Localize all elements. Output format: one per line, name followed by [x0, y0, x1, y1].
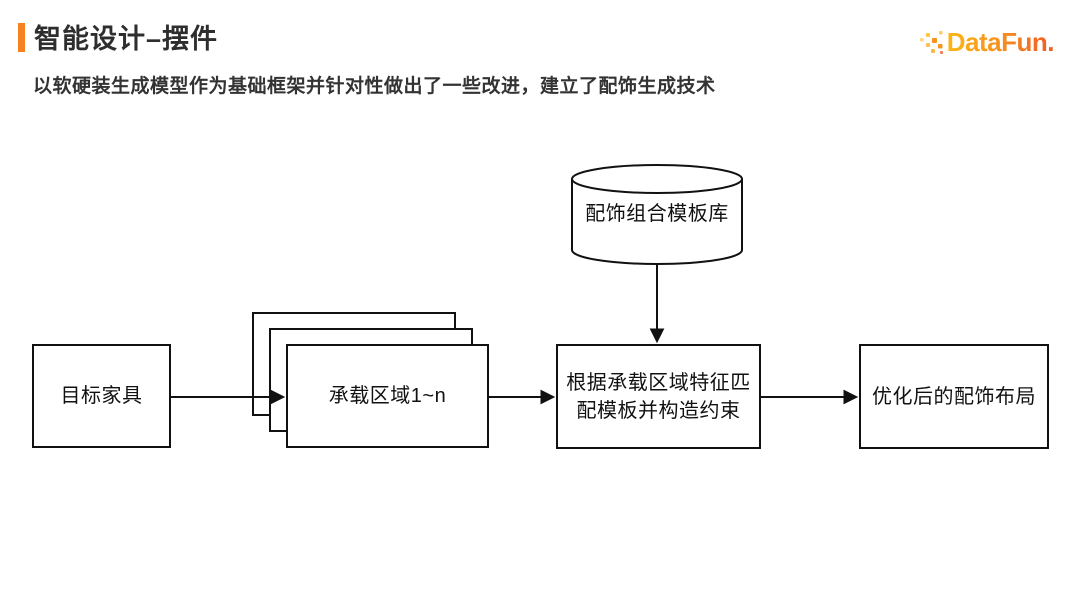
node-template-db-top: [571, 164, 743, 194]
node-optimized-layout: [859, 344, 1049, 449]
node-bearing-areas-front: [286, 344, 489, 448]
node-template-db-body: [571, 179, 743, 265]
logo-text: DataFun.: [946, 26, 1055, 57]
node-match-constraints: [556, 344, 761, 449]
datafun-logo: DataFun.: [919, 26, 1055, 58]
node-target-furniture: [32, 344, 171, 448]
title-accent-bar: [18, 23, 25, 52]
subtitle: 以软硬装生成模型作为基础框架并针对性做出了一些改进，建立了配饰生成技术: [33, 76, 716, 97]
page-title: 智能设计–摆件: [34, 24, 219, 54]
logo-dots-icon: [919, 31, 943, 54]
